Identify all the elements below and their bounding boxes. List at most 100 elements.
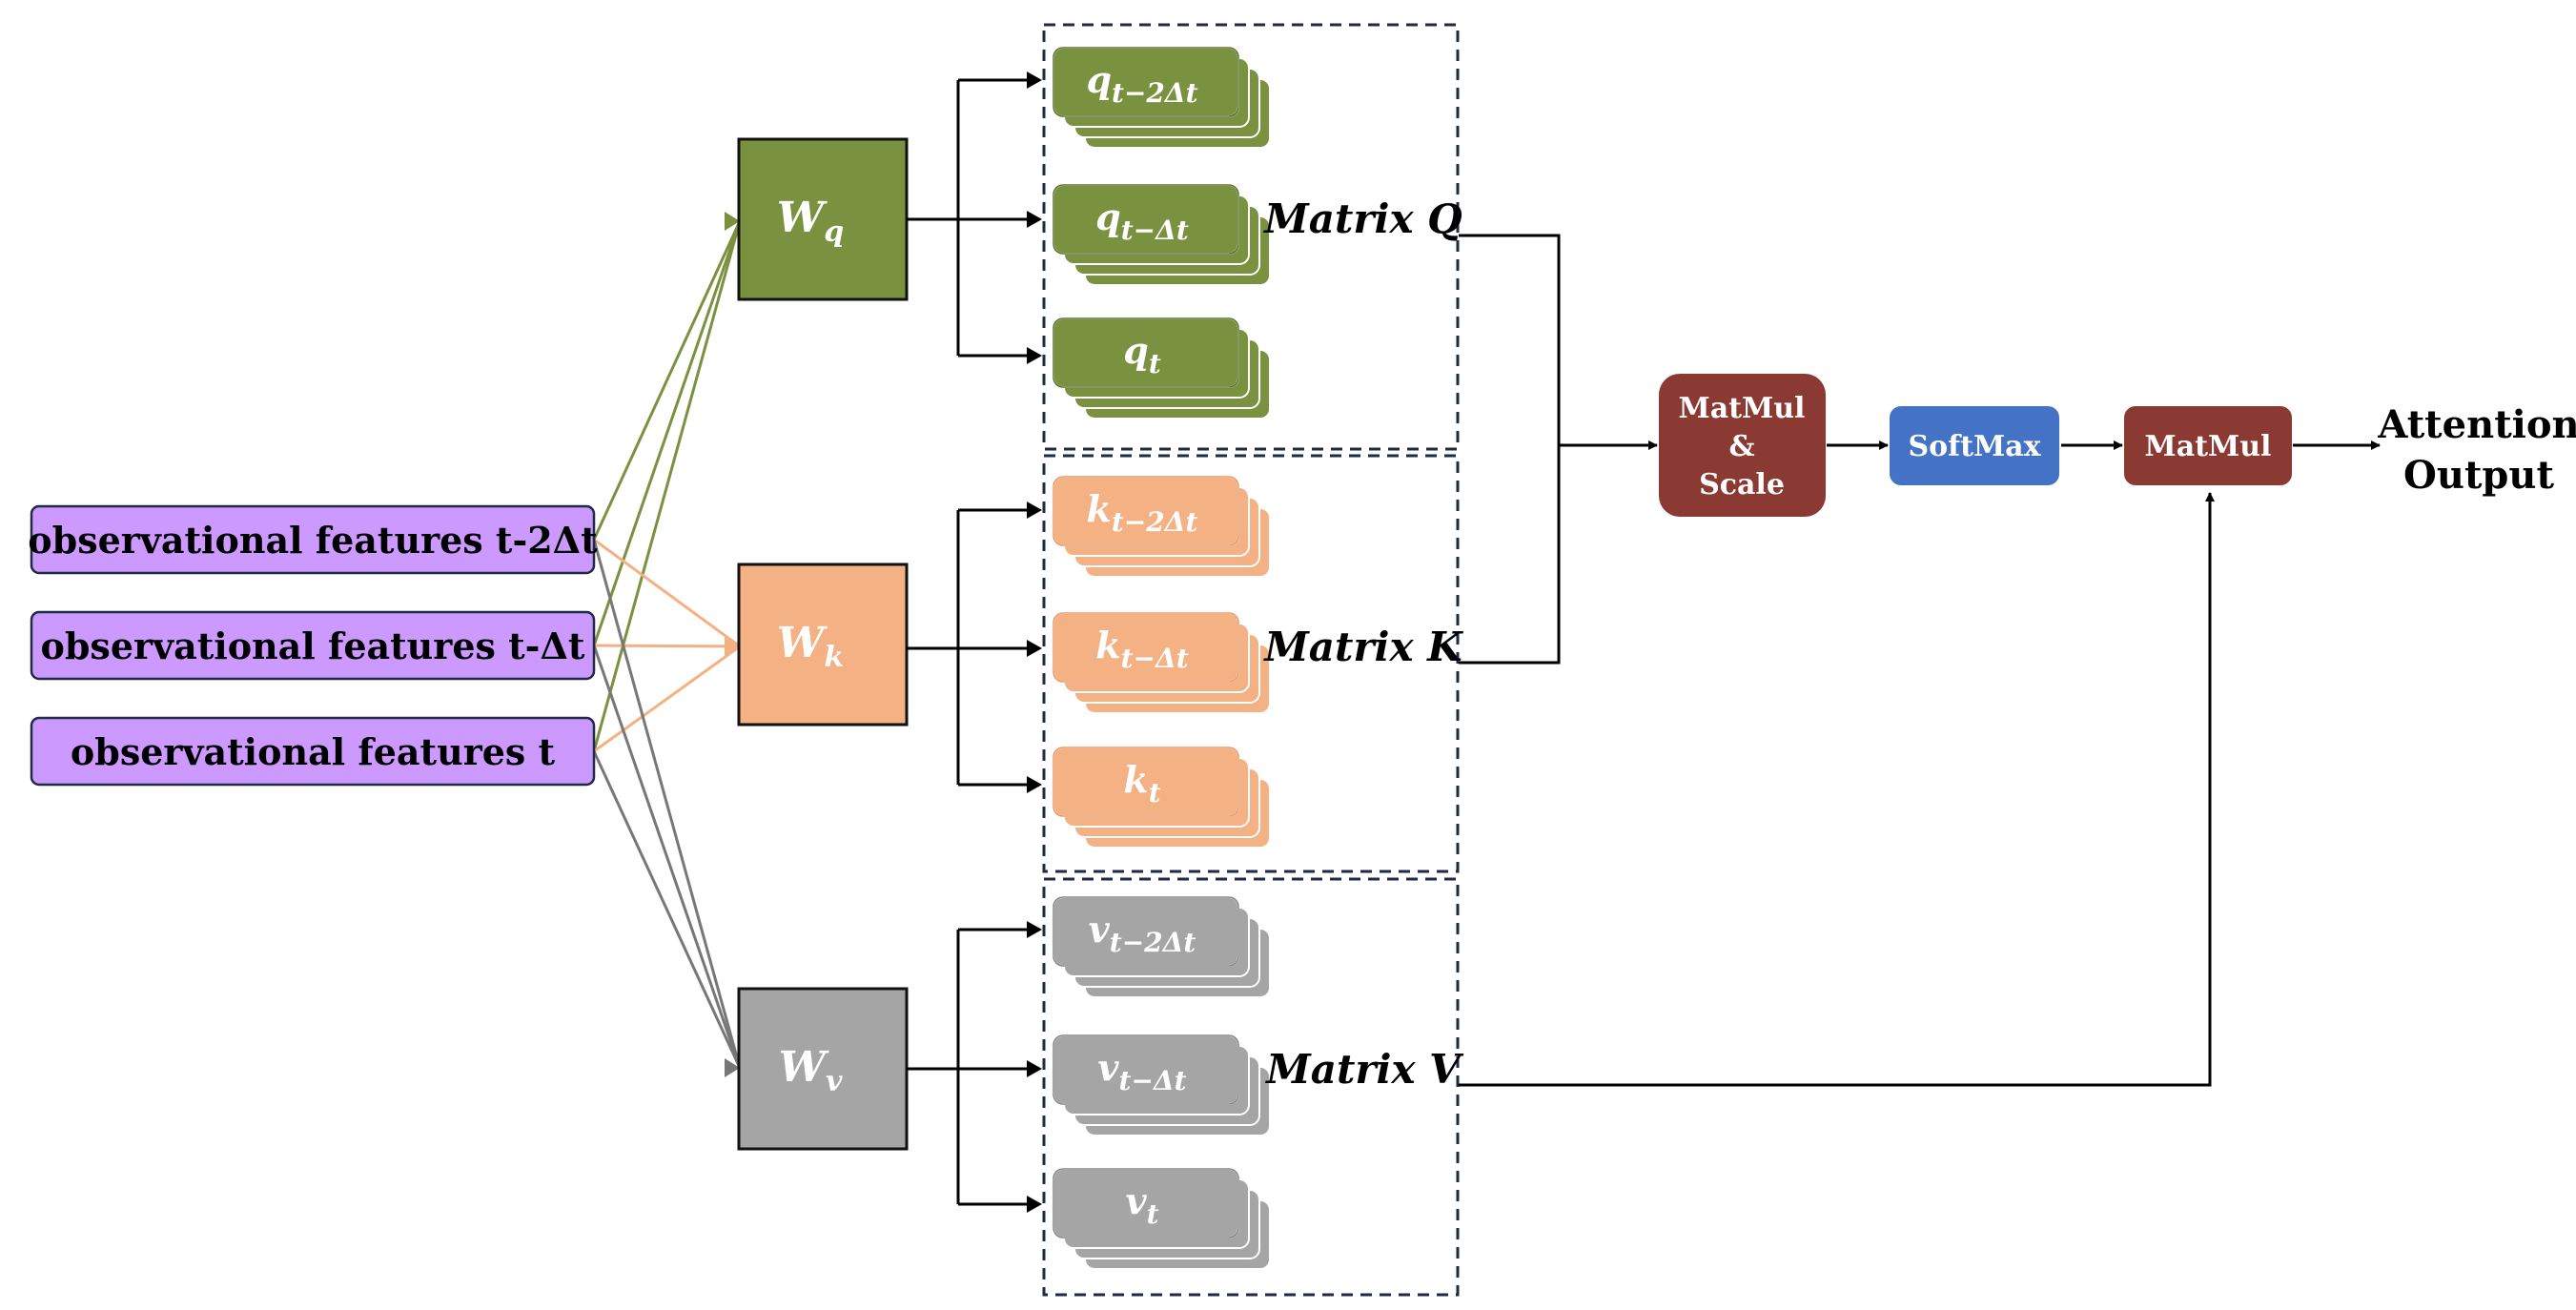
feature-to-weight-line <box>592 645 742 1069</box>
weight-arrowhead <box>725 212 740 231</box>
vector-card-edge <box>1053 317 1239 388</box>
weight-sub: q <box>824 215 844 249</box>
vector-label: qt−2Δt <box>1086 58 1197 109</box>
vector-stack-q-2: qt <box>1053 317 1271 420</box>
vector-stack-k-2: kt <box>1053 747 1271 849</box>
vector-label: kt <box>1123 758 1160 809</box>
softmax-label: SoftMax <box>1909 430 2042 463</box>
vector-sub: t−Δt <box>1121 215 1189 246</box>
weight-base: W <box>777 194 828 242</box>
matmul-block: MatMul <box>2124 406 2292 485</box>
op-connectors <box>1459 234 2381 1087</box>
vector-label: kt−Δt <box>1095 624 1188 674</box>
vector-label: qt <box>1123 329 1161 379</box>
vector-base: k <box>1095 624 1120 666</box>
branch-arrowhead <box>1027 776 1042 793</box>
feature-to-weight-line <box>592 220 742 541</box>
vector-stack-v-0: vt−2Δt <box>1053 896 1271 998</box>
feature-to-weight-line <box>592 750 742 1069</box>
matrix-v-frame <box>1042 877 1460 1297</box>
vector-sub: t <box>1147 1198 1159 1230</box>
vector-label: qt−Δt <box>1095 195 1189 246</box>
branch-arrowhead <box>1027 501 1042 519</box>
vector-card-edge <box>1053 612 1239 683</box>
vector-stack-v-1: vt−Δt <box>1053 1034 1271 1136</box>
vector-card-edge <box>1053 476 1239 546</box>
feature-box-t-2dt: observational features t-2Δt <box>28 504 598 575</box>
feature-to-weight-line <box>593 538 741 648</box>
vector-sub: t <box>1149 348 1161 379</box>
feature-label: observational features t <box>71 730 556 773</box>
vector-stack-k-1: kt−Δt <box>1053 612 1271 714</box>
matmul-label: MatMul <box>2145 430 2272 463</box>
vector-stack-q-0: qt−2Δt <box>1053 47 1271 149</box>
branch-arrowhead <box>1027 1196 1042 1213</box>
vector-card-edge <box>1053 47 1239 117</box>
matrix-v-label: Matrix V <box>1264 1046 1464 1093</box>
matmul-scale-line3: Scale <box>1699 468 1785 501</box>
weight-box-v: Wv <box>737 987 909 1151</box>
vector-base: v <box>1125 1179 1147 1222</box>
vector-stack-q-1: qt−Δt <box>1053 184 1271 286</box>
matmul-scale-line1: MatMul <box>1679 392 1806 425</box>
feature-connectors <box>592 212 742 1077</box>
matmul-scale-line2: & <box>1728 430 1754 463</box>
svg-text:Wk: Wk <box>777 619 844 674</box>
branch-arrowhead <box>1027 1060 1042 1077</box>
attention-output-line1: Attention <box>2377 402 2576 447</box>
attention-output-line2: Output <box>2403 453 2554 498</box>
weight-sub: v <box>826 1065 843 1098</box>
matmul-scale-block: MatMul & Scale <box>1659 374 1826 517</box>
branch-connectors <box>907 72 1042 1213</box>
weight-box-q: Wq <box>737 137 909 301</box>
vector-label: vt−Δt <box>1097 1046 1186 1096</box>
branch-arrowhead <box>1027 347 1042 364</box>
vector-label: vt <box>1125 1179 1158 1230</box>
vector-sub: t−2Δt <box>1112 77 1198 109</box>
matrix-k-frame <box>1042 454 1460 873</box>
feature-to-weight-line <box>593 644 741 648</box>
vector-base: q <box>1086 58 1112 101</box>
vector-base: k <box>1123 758 1148 801</box>
vector-card-edge <box>1053 896 1239 967</box>
vector-base: q <box>1095 195 1121 238</box>
vector-card-edge <box>1053 747 1239 817</box>
weight-box-k: Wk <box>737 563 909 727</box>
feature-box-t: observational features t <box>30 716 596 787</box>
vector-base: q <box>1123 329 1149 372</box>
svg-text:Wv: Wv <box>779 1043 843 1098</box>
branch-arrowhead <box>1027 921 1042 938</box>
vector-card-edge <box>1053 1034 1239 1105</box>
vector-sub: t−2Δt <box>1112 506 1198 538</box>
softmax-block: SoftMax <box>1890 406 2059 485</box>
vector-base: v <box>1097 1046 1119 1089</box>
weight-base: W <box>779 1043 830 1092</box>
svg-text:Wq: Wq <box>777 194 844 249</box>
feature-to-weight-line <box>592 220 742 752</box>
vector-sub: t−Δt <box>1119 1065 1187 1096</box>
vector-stack-k-0: kt−2Δt <box>1053 476 1271 578</box>
vector-label: kt−2Δt <box>1087 487 1198 538</box>
weight-base: W <box>777 619 828 667</box>
feature-to-weight-line <box>592 539 742 1069</box>
feature-to-weight-line <box>592 220 742 646</box>
vector-sub: t−Δt <box>1121 643 1189 674</box>
vector-sub: t <box>1149 777 1161 809</box>
feature-label: observational features t-2Δt <box>28 519 598 562</box>
matrix-k-label: Matrix K <box>1262 624 1463 670</box>
feature-box-t-dt: observational features t-Δt <box>30 610 596 681</box>
vector-label: vt−2Δt <box>1089 908 1196 958</box>
branch-arrowhead <box>1027 211 1042 228</box>
weight-arrowhead <box>725 637 740 656</box>
vector-card-edge <box>1053 184 1239 255</box>
vector-stack-v-2: vt <box>1053 1168 1271 1270</box>
vector-card-edge <box>1053 1168 1239 1238</box>
vector-sub: t−2Δt <box>1110 927 1196 958</box>
vector-base: k <box>1087 487 1112 530</box>
branch-arrowhead <box>1027 640 1042 657</box>
vector-base: v <box>1089 908 1111 951</box>
weight-arrowhead <box>725 1058 740 1077</box>
feature-to-weight-line <box>593 645 741 753</box>
